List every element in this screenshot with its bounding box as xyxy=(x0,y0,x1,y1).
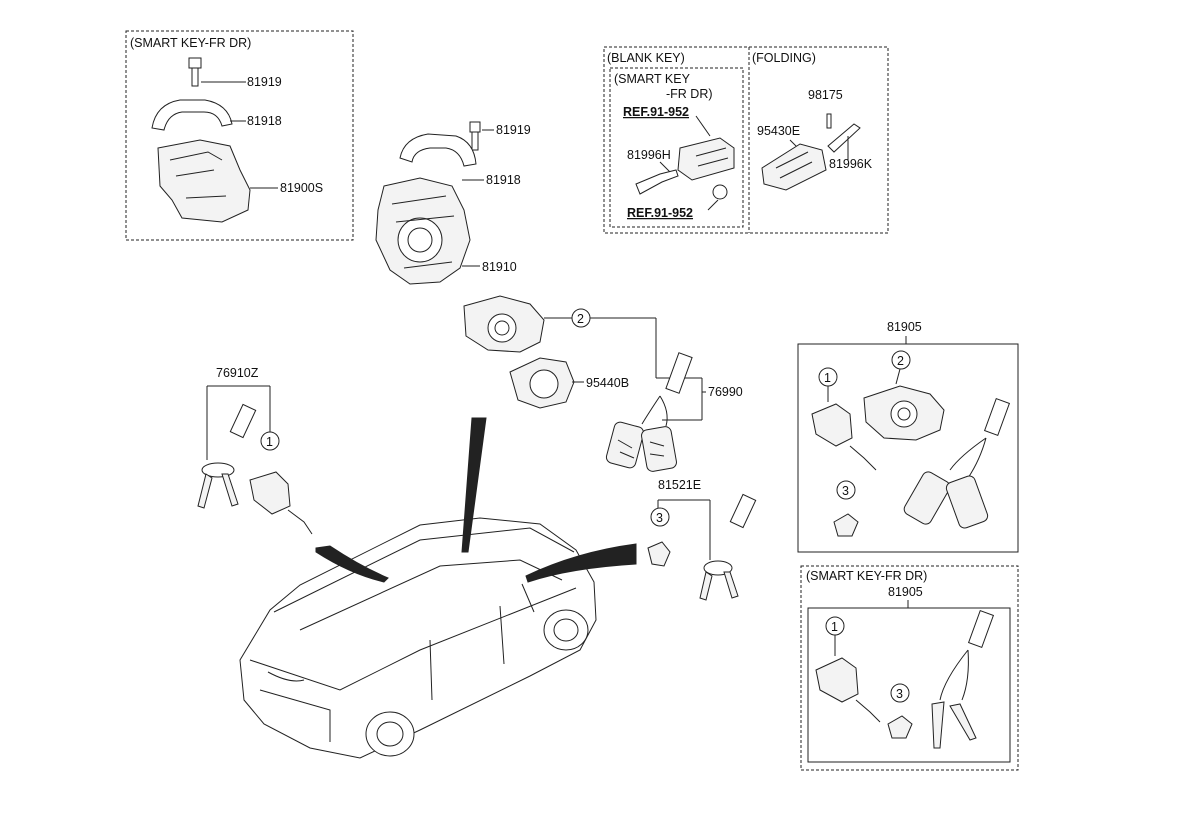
svg-text:2: 2 xyxy=(577,312,584,326)
key-tag xyxy=(665,352,693,394)
callout-1 xyxy=(260,431,280,451)
svg-text:3: 3 xyxy=(656,511,663,525)
coin-battery xyxy=(712,184,728,200)
svg-text:3: 3 xyxy=(842,484,849,498)
ignition-assembly-group: 81919 81918 81910 xyxy=(375,121,531,285)
box-title-smart-key: (SMART KEY xyxy=(614,72,691,86)
folding-key-fob xyxy=(761,143,827,191)
blank-key-group: (BLANK KEY) (FOLDING) (SMART KEY -FR DR)… xyxy=(603,46,889,234)
screw-part xyxy=(188,57,202,87)
box-title-fr-dr: -FR DR) xyxy=(666,87,713,101)
label-81918: 81918 xyxy=(247,114,282,128)
dashed-frame-inner xyxy=(609,67,744,228)
folding-key-blade xyxy=(827,123,861,153)
key-set-76910Z-group: 76910Z 1 xyxy=(197,366,313,535)
smart-key-fob-a xyxy=(605,421,645,469)
svg-text:1: 1 xyxy=(831,620,838,634)
dashed-frame xyxy=(125,30,354,241)
label-81919-center: 81919 xyxy=(496,123,531,137)
label-81996H: 81996H xyxy=(627,148,671,162)
smart-key-fob xyxy=(677,137,735,181)
label-81521E: 81521E xyxy=(658,478,701,492)
pin-part xyxy=(826,113,832,129)
label-98175: 98175 xyxy=(808,88,843,102)
svg-text:1: 1 xyxy=(266,435,273,449)
label-81905: 81905 xyxy=(887,320,922,334)
key-cylinder-group: 2 95440B 76990 xyxy=(463,295,743,472)
key-tag xyxy=(967,609,995,649)
bracket-part xyxy=(399,133,477,167)
label-81900S: 81900S xyxy=(280,181,323,195)
label-81910: 81910 xyxy=(482,260,517,274)
key-tag xyxy=(983,397,1011,437)
label-81918-center: 81918 xyxy=(486,173,521,187)
door-lock-cylinder xyxy=(815,657,859,703)
key-set-81905-group: 81905 1 2 3 xyxy=(797,320,1019,553)
smart-key-fr-dr-group-top: (SMART KEY-FR DR) 81919 81918 81900S xyxy=(125,30,354,241)
smart-key-fob-b xyxy=(945,475,989,529)
label-76910Z: 76910Z xyxy=(216,366,259,380)
label-95440B: 95440B xyxy=(586,376,629,390)
svg-text:2: 2 xyxy=(897,354,904,368)
solid-frame xyxy=(797,343,1019,553)
dashed-frame xyxy=(800,565,1019,771)
svg-text:1: 1 xyxy=(824,371,831,385)
ref-link-91-952-b[interactable]: REF.91-952 xyxy=(627,206,693,220)
trunk-lock-part xyxy=(833,513,859,537)
smart-key-fob-a xyxy=(903,471,951,525)
callout-3 xyxy=(650,507,670,527)
pointer-arrow-ignition xyxy=(461,417,487,553)
svg-text:3: 3 xyxy=(896,687,903,701)
box-title-folding: (FOLDING) xyxy=(752,51,816,65)
key-tag xyxy=(729,493,757,529)
ignition-body-part xyxy=(157,139,251,223)
smart-key-fob-b xyxy=(641,426,677,472)
label-81905-smart: 81905 xyxy=(888,585,923,599)
solid-frame xyxy=(807,607,1011,763)
ref-link-91-952-a[interactable]: REF.91-952 xyxy=(623,105,689,119)
label-81919: 81919 xyxy=(247,75,282,89)
van-body xyxy=(239,517,597,759)
box-title: (SMART KEY-FR DR) xyxy=(130,36,251,50)
emergency-key-blade xyxy=(635,169,679,195)
bracket-part xyxy=(151,99,233,131)
vehicle-illustration xyxy=(239,417,637,759)
label-76990: 76990 xyxy=(708,385,743,399)
dashed-frame xyxy=(603,46,889,234)
key-tag xyxy=(229,403,257,439)
screw-part xyxy=(469,121,481,151)
trunk-lock-part xyxy=(647,541,671,567)
box-title-blank-key: (BLANK KEY) xyxy=(607,51,685,65)
door-lock-cylinder xyxy=(249,471,291,515)
door-lock-cylinder xyxy=(811,403,853,447)
label-95430E: 95430E xyxy=(757,124,800,138)
smart-key-fr-dr-group-bottom: (SMART KEY-FR DR) 81905 1 3 xyxy=(800,565,1019,771)
box-title: (SMART KEY-FR DR) xyxy=(806,569,927,583)
pointer-arrow-trunk xyxy=(525,543,637,583)
key-set-81521E-group: 81521E 3 xyxy=(647,478,757,601)
label-81996K: 81996K xyxy=(829,157,873,171)
pointer-arrow-door xyxy=(315,545,389,583)
trunk-lock-part xyxy=(887,715,913,739)
